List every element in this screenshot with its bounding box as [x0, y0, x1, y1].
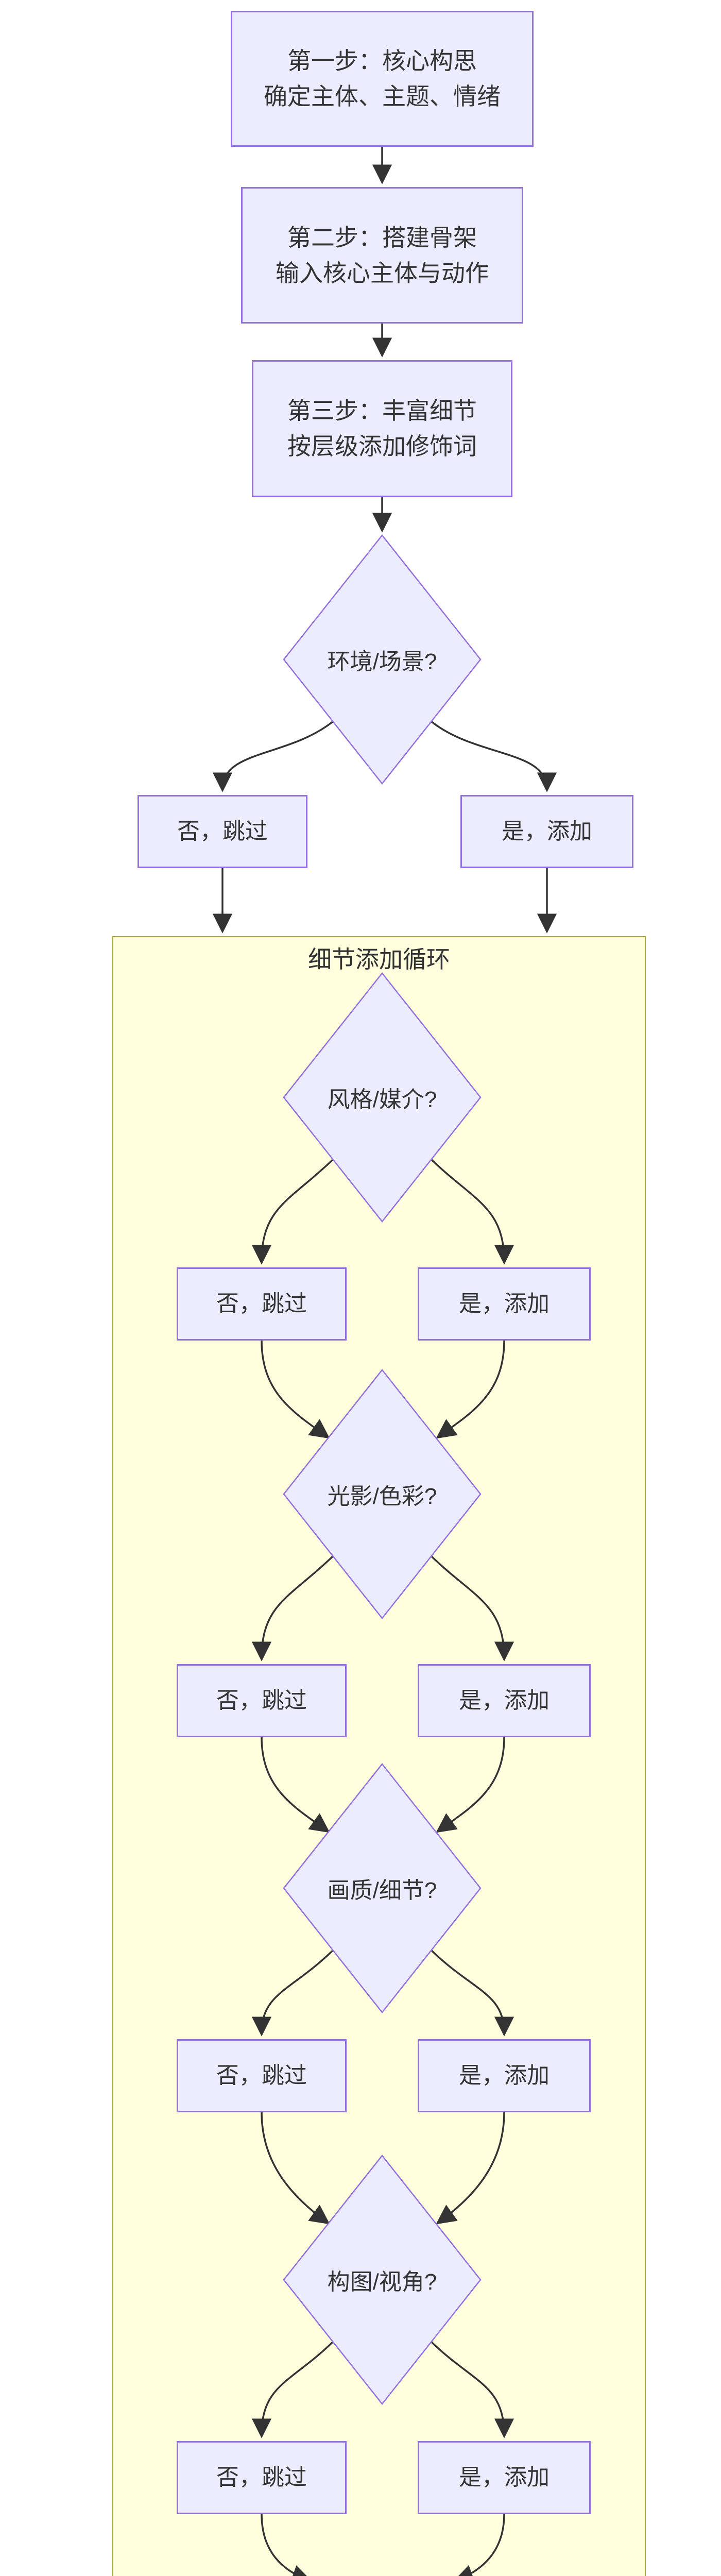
no-skip-box-light: 否，跳过 — [177, 1664, 347, 1737]
env-decision-label: 环境/场景? — [327, 649, 437, 674]
edge-env-yes — [430, 720, 557, 792]
no-skip-box-style: 否，跳过 — [177, 1267, 347, 1341]
yes-add-box-quality: 是，添加 — [418, 2039, 591, 2112]
light-decision-label: 光影/色彩? — [327, 1484, 437, 1509]
step1-box: 第一步：核心构思 确定主体、主题、情绪 — [231, 11, 534, 147]
composition-decision-label: 构图/视角? — [327, 2269, 437, 2295]
yes-add-box-style: 是，添加 — [418, 1267, 591, 1341]
yes-add-box-light: 是，添加 — [418, 1664, 591, 1737]
step2-line2: 输入核心主体与动作 — [276, 259, 489, 286]
detail-loop-subgraph — [112, 936, 646, 2576]
quality-decision-label: 画质/细节? — [327, 1878, 437, 1903]
edge-env-no — [212, 720, 334, 792]
subgraph-title: 细节添加循环 — [308, 946, 450, 973]
no-skip-box-composition: 否，跳过 — [177, 2441, 347, 2514]
step1-line2: 确定主体、主题、情绪 — [264, 83, 501, 110]
step2-line1: 第二步：搭建骨架 — [287, 224, 477, 251]
step2-box: 第二步：搭建骨架 输入核心主体与动作 — [241, 187, 523, 324]
step1-line1: 第一步：核心构思 — [287, 47, 477, 74]
yes-add-box-env: 是，添加 — [460, 795, 633, 868]
yes-add-box-composition: 是，添加 — [418, 2441, 591, 2514]
step3-line1: 第三步：丰富细节 — [287, 397, 477, 424]
no-skip-box-env: 否，跳过 — [138, 795, 307, 868]
step3-line2: 按层级添加修饰词 — [287, 433, 477, 460]
no-skip-box-quality: 否，跳过 — [177, 2039, 347, 2112]
step3-box: 第三步：丰富细节 按层级添加修饰词 — [252, 360, 512, 497]
style-decision-label: 风格/媒介? — [327, 1087, 437, 1112]
